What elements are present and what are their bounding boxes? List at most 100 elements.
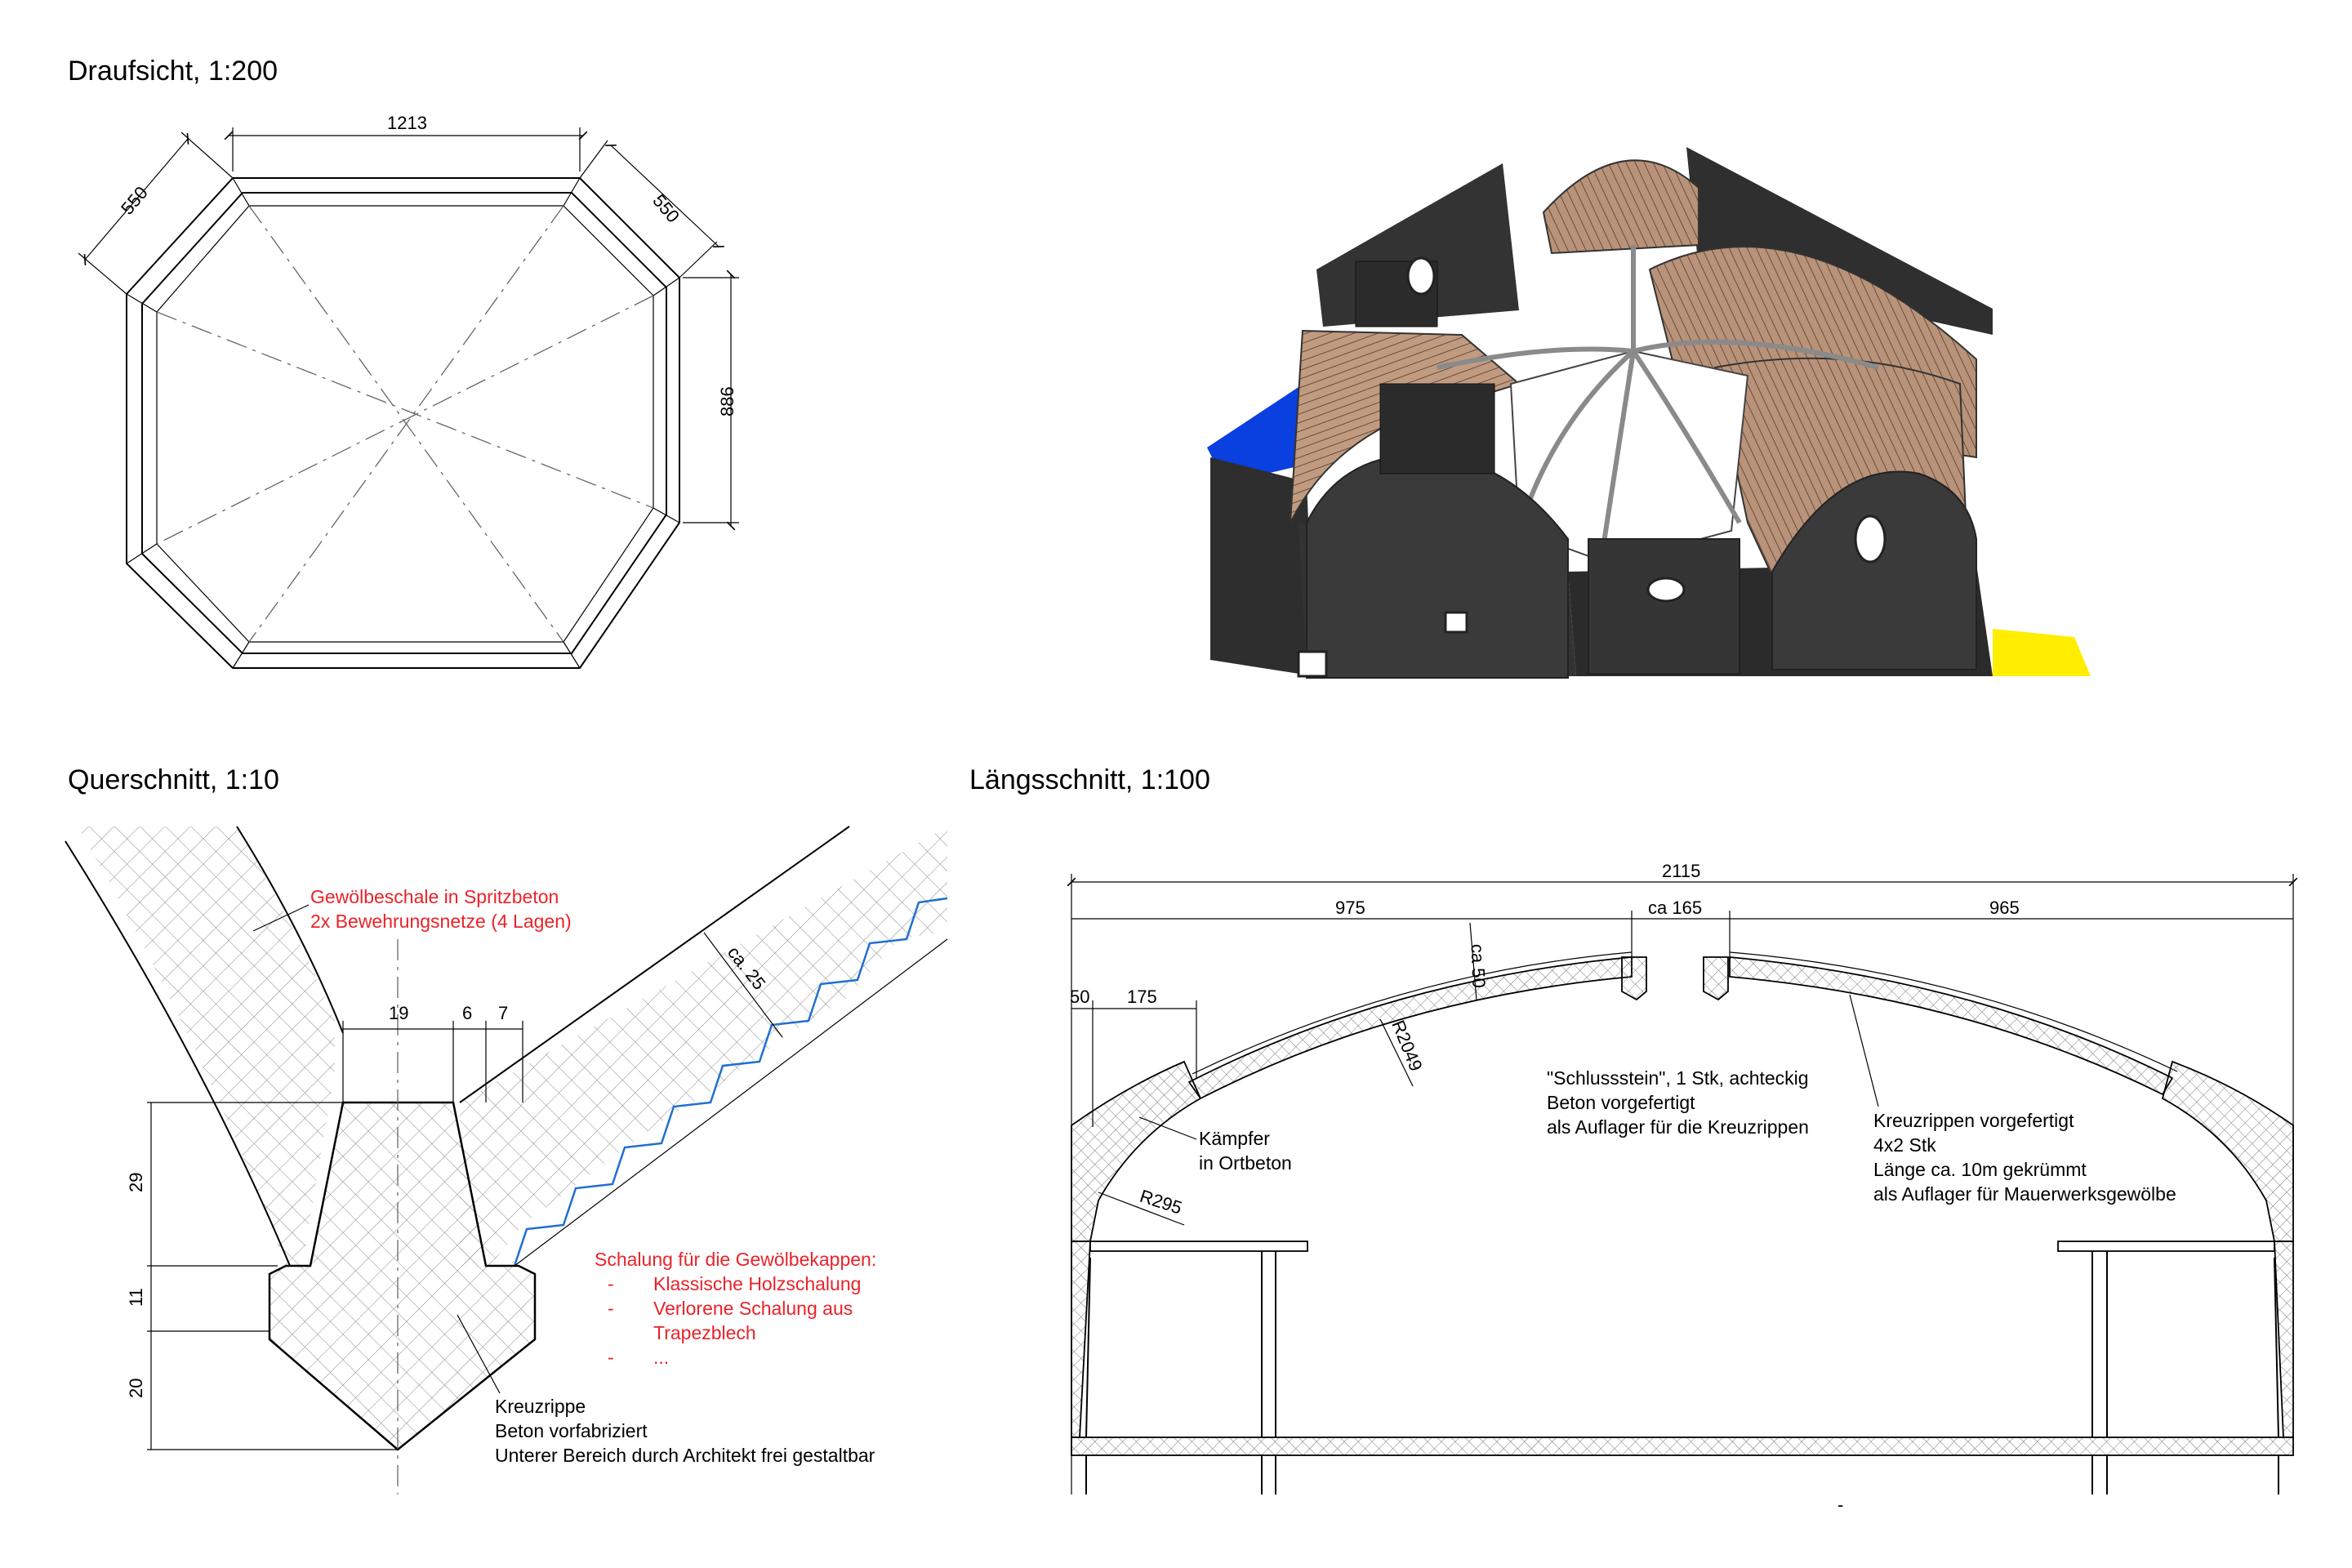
cantilever-slab-right [2057, 1241, 2275, 1252]
formwork-item: ... [653, 1347, 669, 1368]
left-vault-extrados [236, 826, 344, 1034]
plan-dim-diag-right: 550 [579, 140, 724, 278]
formwork-bullet: - [608, 1347, 614, 1368]
plan-title: Draufsicht, 1:200 [68, 56, 278, 87]
ribs-note-line1: Kreuzrippen vorgefertigt [1873, 1110, 2074, 1131]
keystone-note-line1: "Schlussstein", 1 Stk, achteckig [1547, 1067, 1809, 1089]
formwork-item: Verlorene Schalung aus [653, 1298, 853, 1319]
keystone-note-line2: Beton vorgefertigt [1547, 1092, 1695, 1113]
arch-thickness-label: ca 50 [1468, 943, 1490, 988]
plan-dim-right: 886 [683, 270, 739, 531]
plan-corner-lines [126, 177, 680, 669]
shell-note-line2: 2x Bewehrungsnetze (4 Lagen) [310, 911, 572, 932]
springer-left [1071, 1060, 1202, 1242]
right-vault-shell [460, 826, 947, 1266]
model-pier-left [1379, 383, 1495, 474]
formwork-list: - Klassische Holzschalung - Verlorene Sc… [608, 1273, 861, 1368]
long-dim-total: 2115 [1662, 861, 1700, 881]
radius-small-label: R295 [1138, 1186, 1185, 1218]
model-3d-view [1207, 147, 2091, 679]
arch-extrados-right [1729, 951, 2178, 1072]
ribs-note-line3: Länge ca. 10m gekrümmt [1873, 1159, 2087, 1180]
formwork-bullet: - [608, 1273, 614, 1294]
right-vault-extrados [459, 826, 850, 1103]
model-front-panel [1588, 538, 1740, 675]
ribs-note-line2: 4x2 Stk [1873, 1134, 1936, 1156]
keystone-left [1621, 956, 1647, 1001]
plan-view: Draufsicht, 1:200 1213 [68, 56, 739, 669]
plan-dim-top: 1213 [224, 113, 588, 172]
long-small-dims: 50 175 [1070, 987, 1197, 1127]
impost-note-line2: in Ortbeton [1199, 1152, 1292, 1174]
formwork-zigzag [513, 897, 948, 1267]
rib-dim-7: 7 [498, 1003, 508, 1023]
plan-dim-top-label: 1213 [387, 113, 427, 133]
rib-cross-section [268, 1101, 537, 1451]
shell-note-line1: Gewölbeschale in Spritzbeton [310, 886, 559, 907]
left-vault-intrados [65, 840, 291, 1267]
radius-small-leader [1098, 1192, 1185, 1226]
rib-note-line1: Kreuzrippe [495, 1396, 586, 1417]
wall-line-left [1085, 1257, 1091, 1438]
long-dim-50: 50 [1070, 987, 1089, 1007]
radius-large-leader [1379, 1018, 1414, 1087]
model-window-round-back [1406, 256, 1436, 296]
cross-section-view: Querschnitt, 1:10 19 6 7 ca. 25 [65, 764, 948, 1494]
ribs-leader [1849, 994, 1879, 1107]
springer-right [2161, 1060, 2294, 1242]
formwork-title: Schalung für die Gewölbekappen: [595, 1249, 876, 1270]
formwork-item: Klassische Holzschalung [653, 1273, 861, 1294]
long-dim-right: 965 [1989, 898, 2020, 918]
keystone-right [1703, 956, 1729, 1001]
rib-note-line3: Unterer Bereich durch Architekt frei ges… [495, 1445, 875, 1466]
long-dim-175: 175 [1127, 987, 1157, 1007]
long-section-title: Längsschnitt, 1:100 [969, 764, 1210, 795]
footer-mark: - [1838, 1494, 1843, 1515]
rib-vertical-dims: 29 11 20 [126, 1102, 398, 1450]
model-ribs [1437, 245, 1879, 564]
ribs-note-line4: als Auflager für Mauerwerksgewölbe [1873, 1183, 2176, 1205]
arch-thickness-dim: ca 50 [1468, 922, 1490, 1001]
left-vault-shell [78, 826, 335, 1266]
keystone-note-line3: als Auflager für die Kreuzrippen [1547, 1116, 1809, 1138]
plan-octagon-core [156, 205, 654, 643]
model-window-square [1444, 611, 1468, 634]
rib-note-line2: Beton vorfabriziert [495, 1420, 648, 1441]
long-dim-left: 975 [1335, 898, 1365, 918]
long-section-view: Längsschnitt, 1:100 2115 975 ca 165 965 [969, 764, 2298, 1515]
cross-section-title: Querschnitt, 1:10 [68, 764, 279, 795]
plan-dim-right-label: 886 [717, 386, 737, 416]
long-dim-mid: ca 165 [1648, 898, 1702, 918]
formwork-bullet: - [608, 1298, 614, 1319]
plan-rib-axes [156, 205, 654, 643]
plan-octagon-inner [141, 192, 667, 654]
shell-note-leader [252, 904, 310, 932]
model-front-wall-right [1771, 470, 1977, 670]
plan-dim-diag-right-label: 550 [648, 190, 684, 226]
arch-band-right [1729, 956, 2174, 1096]
model-blue-surface [1207, 387, 1315, 483]
model-window-round-front [1646, 577, 1686, 603]
model-door [1297, 650, 1328, 678]
rib-top-dims: 19 6 7 [342, 1003, 523, 1102]
rib-dim-11: 11 [126, 1288, 146, 1307]
model-vault-back [1542, 159, 1699, 255]
floor-slab [1071, 1437, 2294, 1456]
cantilever-slab-left [1089, 1241, 1308, 1252]
wall-line-right [2274, 1257, 2279, 1438]
formwork-underside [514, 938, 948, 1267]
rib-dim-6: 6 [462, 1003, 472, 1023]
impost-leader [1138, 1116, 1197, 1140]
model-window-round-right [1854, 514, 1886, 564]
model-yellow-surface [1993, 629, 2091, 676]
rib-dim-19: 19 [389, 1003, 408, 1023]
impost-note-line1: Kämpfer [1199, 1128, 1270, 1149]
model-base-wall-left [1210, 457, 1315, 676]
plan-dim-diag-left: 550 [78, 131, 234, 295]
rib-dim-20: 20 [126, 1379, 146, 1398]
arch-extrados-left [1192, 951, 1633, 1075]
rib-note-leader [457, 1314, 501, 1394]
rib-dim-29: 29 [126, 1173, 146, 1192]
formwork-item: Trapezblech [653, 1322, 756, 1343]
